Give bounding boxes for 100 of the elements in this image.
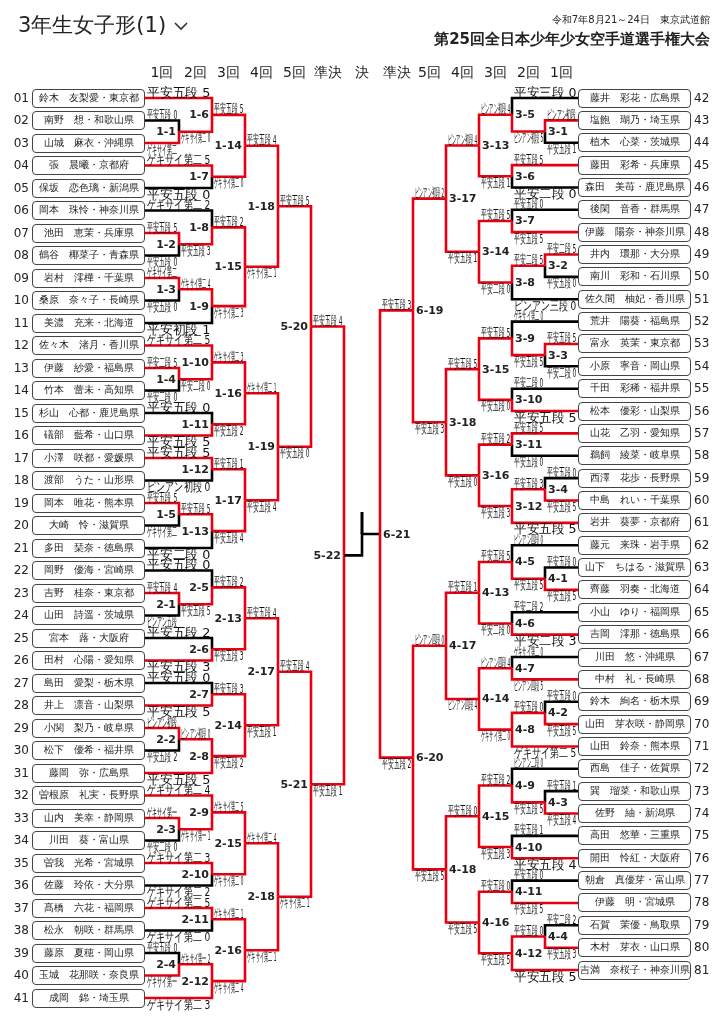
entry-number: 79 <box>694 916 710 934</box>
entry-number: 56 <box>694 402 710 420</box>
entrant-box: 保坂 恋色璃・新潟県 <box>32 178 145 198</box>
bracket-line <box>179 287 214 307</box>
bracket-line <box>212 811 247 844</box>
match-number: 1-9 <box>189 299 212 313</box>
entry-number: 22 <box>13 562 29 579</box>
entrant-box: 鶴谷 椰菜子・青森県 <box>32 246 145 265</box>
entrant-box: 島田 愛梨・栃木県 <box>32 673 145 693</box>
bracket-line <box>245 144 280 207</box>
edge-label: ゲキサイ第二 3 <box>213 350 243 362</box>
bracket-line <box>278 784 313 899</box>
edge-label: 平安五段 0 <box>279 447 309 459</box>
bracket-line <box>311 555 346 786</box>
edge-label: 平安五段 1 <box>448 252 478 264</box>
entry-number: 48 <box>694 223 710 241</box>
bracket-line <box>510 767 578 786</box>
match-number: 5-21 <box>280 777 311 791</box>
bracket-line <box>510 623 578 636</box>
entry-number: 54 <box>694 357 710 375</box>
bracket-line <box>510 611 578 624</box>
edge-label: 平安五段 5 <box>213 103 243 115</box>
bracket-line <box>145 501 181 515</box>
edge-label: 平安五段 3 <box>213 682 243 694</box>
entrant-box: 佐久間 柚妃・香川県 <box>578 289 691 309</box>
match-number: 5-22 <box>313 548 344 562</box>
bracket-line <box>245 617 280 672</box>
edge-label: 平安五段 4 <box>246 606 276 618</box>
bracket-line <box>510 785 545 804</box>
bracket-line <box>378 534 413 759</box>
entrant-box: 朝倉 真優芽・富山県 <box>578 871 691 891</box>
match-number: 3-4 <box>545 482 568 496</box>
match-number: 1-14 <box>214 139 245 153</box>
edge-label: 平安五段 1 <box>547 143 577 155</box>
entry-number: 71 <box>694 737 710 755</box>
match-number: 3-15 <box>479 362 510 376</box>
bracket-line <box>444 815 479 870</box>
match-number: 4-10 <box>512 840 543 854</box>
bracket-line <box>510 543 578 562</box>
entrant-box: 南野 想・和歌山県 <box>32 111 145 130</box>
entrant-box: 岩村 澪樺・千葉県 <box>32 268 145 288</box>
edge-label: ピンアン四段 4 <box>448 699 478 711</box>
entrant-box: 岡本 唯花・熊本県 <box>32 493 145 513</box>
edge-label: 平安五段 5 <box>146 221 177 233</box>
bracket-line <box>212 725 247 758</box>
edge-label: 平安五段 1 <box>213 457 243 469</box>
bracket-line <box>145 964 181 977</box>
entrant-box: 西島 佳子・佐賀県 <box>578 759 691 779</box>
match-number: 4-18 <box>446 862 477 876</box>
edge-label: ピンアン三段 0 <box>514 299 577 311</box>
edge-label: 平安五段 5 <box>481 953 511 965</box>
edge-label: 平安五段 5 <box>514 523 577 535</box>
edge-label: 平安五段 1 <box>481 176 511 188</box>
edge-label: ゲキサイ第二 1 <box>246 381 276 393</box>
entrant-box: 塩飽 瑚乃・埼玉県 <box>578 110 691 130</box>
bracket-line <box>510 506 578 525</box>
entrant-box: 巽 瑠菜・和歌山県 <box>578 781 691 801</box>
match-number: 1-4 <box>156 372 179 386</box>
edge-label: 平安二段 0 <box>514 377 544 389</box>
bracket-line <box>543 119 578 132</box>
bracket-line <box>543 489 578 502</box>
entrant-box: 川田 悠・沖縄県 <box>578 647 691 667</box>
edge-label: 平安五段 5 <box>514 153 544 165</box>
entry-number: 19 <box>13 494 29 512</box>
bracket-line <box>543 131 578 144</box>
bracket-line <box>311 325 346 556</box>
entrant-box: 小澤 咲都・愛媛県 <box>32 448 145 468</box>
entrant-box: 玉城 花那咲・奈良県 <box>32 966 145 985</box>
entry-number: 24 <box>13 607 29 624</box>
edge-label: 平安五段 3 <box>547 948 577 960</box>
match-number: 3-11 <box>512 438 543 452</box>
bracket-line <box>145 424 214 437</box>
bracket-line <box>477 475 512 508</box>
bracket-line <box>212 361 247 394</box>
entrant-box: 伊藤 陽奈・神奈川県 <box>578 222 691 242</box>
entrant-box: 吉野 桂奈・東京都 <box>32 583 145 603</box>
bracket-line <box>510 668 578 681</box>
round-heading: 2回 <box>184 64 207 80</box>
edge-label: ゲキサイ第二 2 <box>146 886 210 897</box>
match-number: 2-18 <box>247 890 278 904</box>
entry-number: 68 <box>694 670 710 688</box>
entrant-box: 大崎 怜・滋賀県 <box>32 516 145 535</box>
match-number: 1-13 <box>181 524 212 538</box>
edge-label: ゲキサイ第二 0 <box>180 132 210 144</box>
entry-number: 14 <box>13 382 29 399</box>
match-number: 4-17 <box>446 639 477 653</box>
bracket-line <box>543 712 578 726</box>
bracket-line <box>145 874 214 887</box>
entry-number: 18 <box>13 472 29 489</box>
entry-number: 50 <box>694 268 710 286</box>
edge-label: 平安五段 5 <box>514 355 544 367</box>
entrant-box: 千田 彩稀・福井県 <box>578 379 691 399</box>
edge-label: ゲキサイ第二 0 <box>514 310 544 322</box>
entrant-box: 吉満 奈桜子・神奈川県 <box>578 960 691 980</box>
entry-number: 15 <box>13 404 29 422</box>
edge-label: 平安五段 0 <box>514 701 544 713</box>
edge-label: 平安五段 5 <box>146 706 210 717</box>
match-number: 1-11 <box>181 417 212 431</box>
edge-label: ゲキサイ第二 0 <box>146 931 210 942</box>
edge-label: 平安五段 3 <box>180 244 210 256</box>
